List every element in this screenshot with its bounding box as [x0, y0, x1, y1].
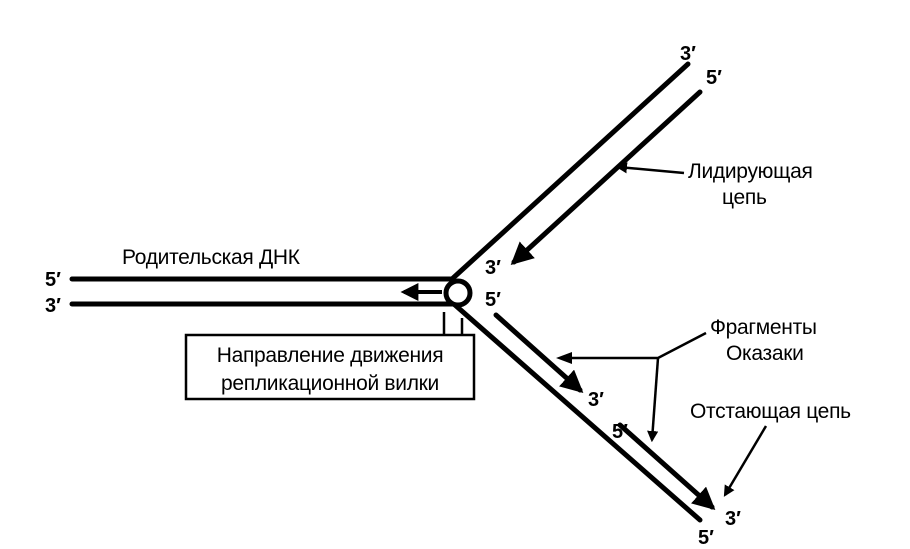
okazaki-label-line-1: Фрагменты: [710, 316, 817, 339]
fork-label-line-1: Направление движения: [217, 344, 444, 367]
leading-label-line-2: цепь: [722, 186, 767, 209]
fork-label-bracket: [442, 312, 464, 336]
end-okazaki-1-tip-3: 3′: [588, 389, 604, 411]
lagging-pointer-arrow: [723, 425, 768, 497]
end-okazaki-2-start-5: 5′: [612, 421, 628, 443]
okazaki-pointer-down: [647, 357, 660, 443]
end-lower-template-5: 5′: [698, 527, 714, 549]
okazaki-pointer-lines: [562, 331, 707, 360]
end-okazaki-2-tip-3: 3′: [725, 508, 741, 530]
lower-template-strand: [452, 302, 703, 523]
end-upper-template-3: 3′: [680, 43, 696, 65]
fork-label-line-2: репликационной вилки: [221, 372, 439, 395]
end-leading-tip-3: 3′: [485, 257, 501, 279]
end-leading-start-5: 5′: [706, 67, 722, 89]
okazaki-label-line-2: Оказаки: [726, 342, 804, 365]
okazaki-fragment-1: [493, 312, 584, 393]
parent-dna-label: Родительская ДНК: [122, 246, 301, 269]
leading-strand: [510, 89, 703, 266]
upper-template-strand: [449, 61, 691, 282]
leading-label-line-1: Лидирующая: [688, 160, 813, 183]
end-parent-bottom-3: 3′: [45, 295, 61, 317]
end-okazaki-1-start-5: 5′: [485, 289, 501, 311]
okazaki-fragment-2: [617, 422, 716, 510]
lagging-label: Отстающая цепь: [690, 400, 851, 423]
leading-pointer-arrow: [615, 162, 685, 175]
fork-label-box: [184, 333, 476, 401]
okazaki-pointer-head-left: [556, 352, 572, 364]
fork-circle: [443, 278, 473, 308]
end-parent-top-5: 5′: [45, 269, 61, 291]
